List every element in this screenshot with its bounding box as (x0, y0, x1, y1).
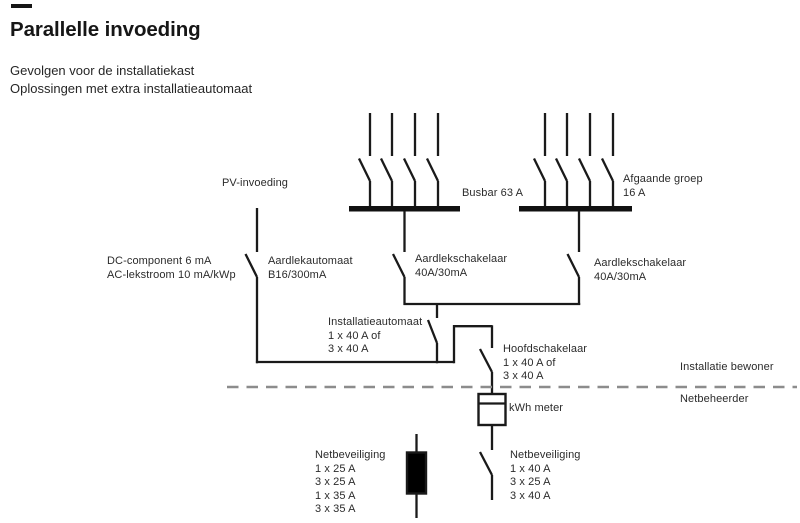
busbar-b-switch-group (532, 113, 615, 207)
busbar-b-label: Afgaande groep 16 A (623, 173, 703, 200)
label-line: 1 x 25 A (315, 462, 356, 475)
installatieautomaat-label: Installatieautomaat 1 x 40 A of 3 x 40 A (328, 316, 422, 357)
breaker-switch (554, 113, 569, 207)
label-line: Netbeveiliging (315, 449, 386, 461)
boundary-upper-label: Installatie bewoner (680, 361, 774, 373)
label-line: 3 x 40 A (503, 370, 544, 383)
breaker-switch (402, 113, 417, 207)
busbar-a-switch-group (357, 113, 440, 207)
subtitle-line-2: Oplossingen met extra installatieautomaa… (10, 81, 253, 96)
label-line: 3 x 25 A (315, 476, 356, 489)
boundary-lower-label: Netbeheerder (680, 393, 749, 405)
label-line: 1 x 40 A (510, 462, 551, 475)
installatieautomaat-switch (426, 304, 439, 364)
busbar-a-bar (349, 206, 460, 212)
netbeveiliging-left-label: Netbeveiliging 1 x 25 A 3 x 25 A 1 x 35 … (315, 449, 386, 517)
busbar-b-bar (519, 206, 632, 212)
hoofdschakelaar-label: Hoofdschakelaar 1 x 40 A of 3 x 40 A (503, 343, 587, 384)
netbeveiliging-fuse-box (405, 451, 428, 495)
label-line: Netbeveiliging (510, 449, 581, 461)
label-line: 16 A (623, 186, 646, 199)
dash-icon (11, 4, 32, 8)
label-line: Installatieautomaat (328, 316, 423, 328)
page-title: Parallelle invoeding (10, 18, 201, 41)
breaker-switch (379, 113, 394, 207)
pv-leakage-label: DC-component 6 mA AC-lekstroom 10 mA/kWp (107, 255, 236, 282)
label-line: Afgaande groep (623, 173, 703, 185)
label-line: 1 x 35 A (315, 489, 356, 502)
label-line: 3 x 35 A (315, 503, 356, 516)
label-line: Aardlekschakelaar (415, 253, 508, 265)
aardlekschakelaar-left-switch (391, 253, 406, 305)
netbeveiliging-right-label: Netbeveiliging 1 x 40 A 3 x 25 A 3 x 40 … (510, 449, 581, 503)
label-line: 3 x 40 A (510, 489, 551, 502)
breaker-switch (357, 113, 372, 207)
label-line: 3 x 25 A (510, 476, 551, 489)
breaker-switch (425, 113, 440, 207)
label-line: Aardlekschakelaar (594, 257, 687, 269)
label-line: 3 x 40 A (328, 343, 369, 356)
label-line: 1 x 40 A of (328, 329, 381, 342)
aardlekschakelaar-right-label: Aardlekschakelaar 40A/30mA (594, 257, 686, 284)
kwh-meter-box (477, 392, 507, 427)
main-link-line (452, 325, 494, 364)
label-line: Aardlekautomaat (268, 255, 353, 267)
breaker-switch (577, 113, 592, 207)
label-line: Hoofdschakelaar (503, 343, 588, 355)
breaker-switch (600, 113, 615, 207)
aardlekautomaat-label: Aardlekautomaat B16/300mA (268, 255, 353, 282)
hoofdschakelaar-switch (478, 348, 494, 394)
aardlekschakelaar-left-label: Aardlekschakelaar 40A/30mA (415, 253, 507, 280)
netbeveiliging-switch (478, 451, 494, 500)
breaker-switch (532, 113, 547, 207)
label-line: 40A/30mA (594, 270, 647, 283)
label-line: 40A/30mA (415, 266, 468, 279)
label-line: B16/300mA (268, 268, 327, 281)
label-line: AC-lekstroom 10 mA/kWp (107, 268, 236, 281)
busbar-a-label: Busbar 63 A (462, 187, 524, 199)
pv-feed-label: PV-invoeding (222, 177, 289, 189)
kwh-meter-label: kWh meter (509, 402, 564, 414)
label-line: DC-component 6 mA (107, 255, 212, 267)
subtitle-line-1: Gevolgen voor de installatiekast (10, 63, 195, 78)
label-line: 1 x 40 A of (503, 356, 556, 369)
aardlekschakelaar-right-switch (566, 253, 581, 305)
pv-feed-switch (244, 208, 259, 364)
